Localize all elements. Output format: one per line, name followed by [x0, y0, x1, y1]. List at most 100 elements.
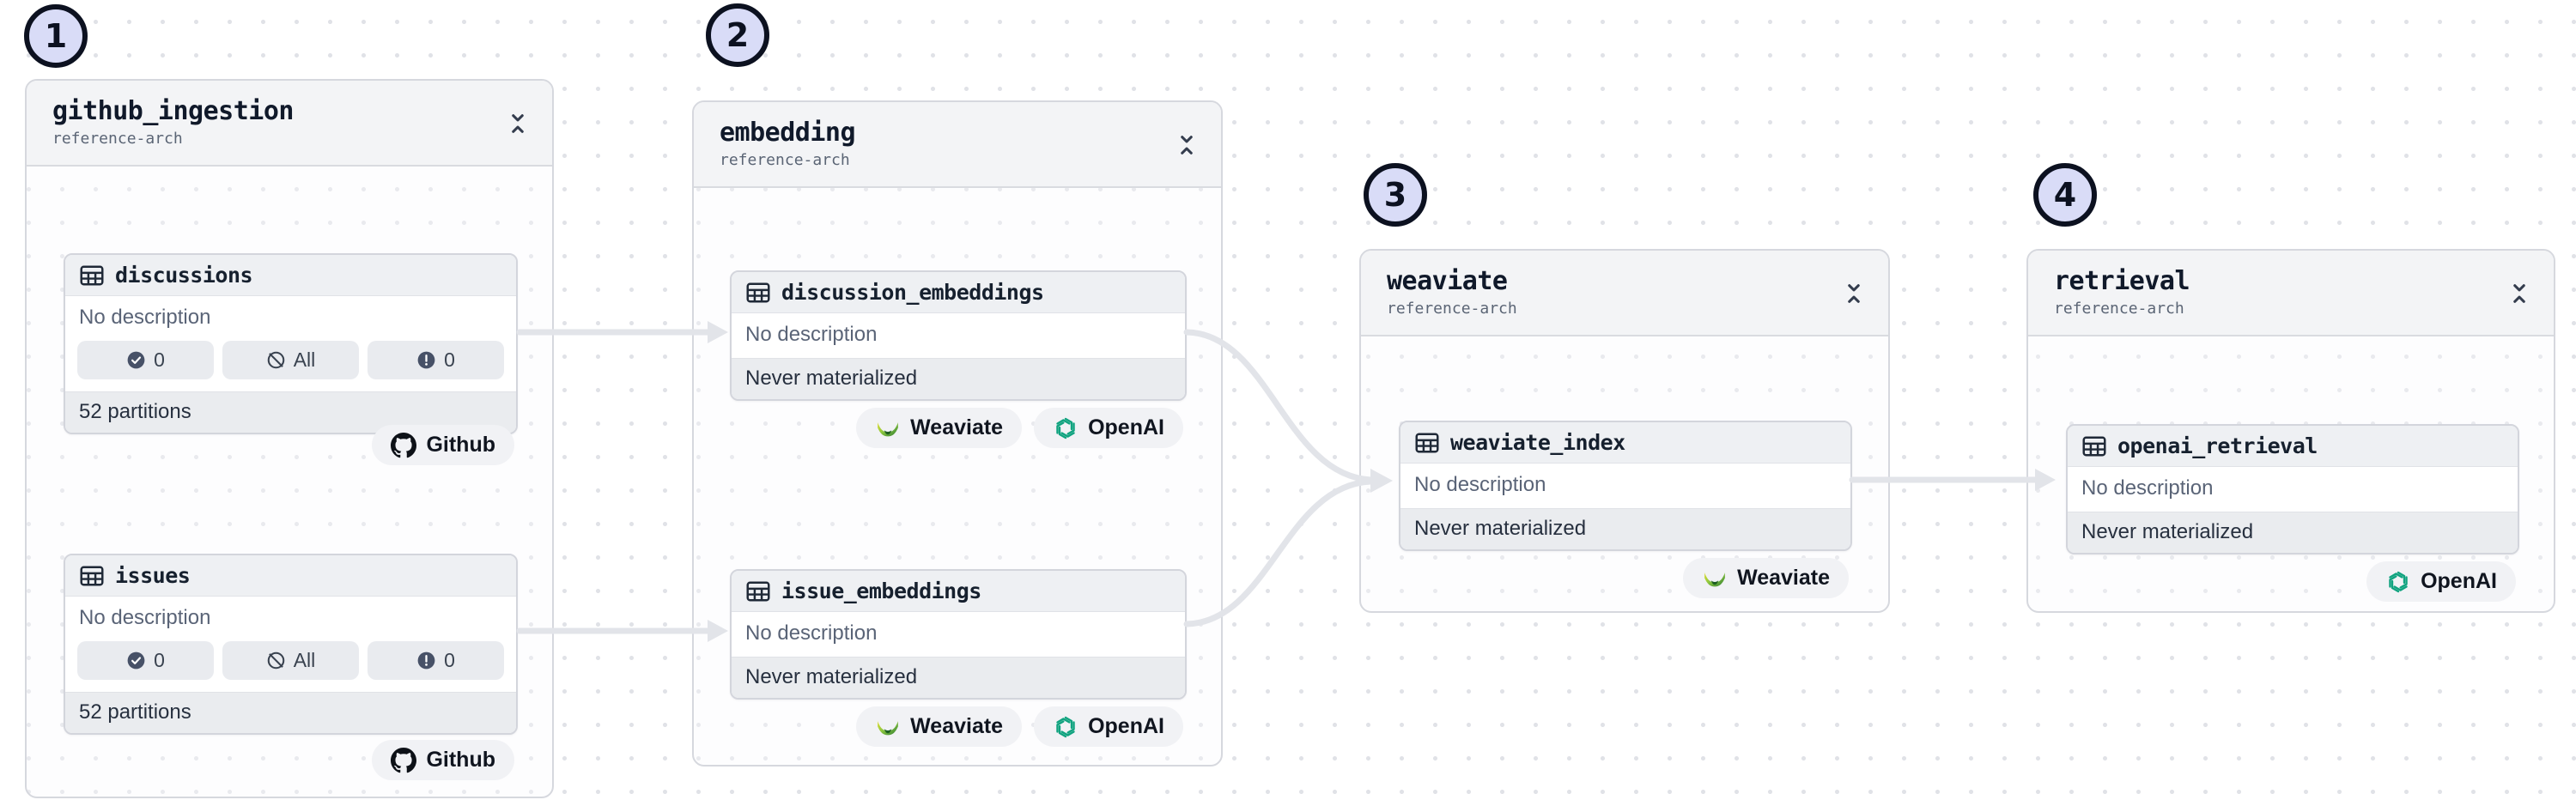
partition-pill-missing[interactable]: All	[222, 641, 359, 680]
partition-pill-missing[interactable]: All	[222, 341, 359, 379]
provider-badge-openai[interactable]: OpenAI	[1034, 408, 1183, 448]
partition-pill-materialized[interactable]: 0	[77, 341, 214, 379]
step-number: 3	[1383, 176, 1407, 214]
group-title: retrieval	[2054, 266, 2190, 296]
asset-card-header[interactable]: weaviate_index	[1400, 422, 1850, 464]
slash-circle-icon	[267, 651, 284, 670]
provider-name: Weaviate	[910, 714, 1004, 738]
provider-row: OpenAI	[2366, 561, 2516, 602]
provider-badge-weaviate[interactable]: Weaviate	[856, 408, 1023, 448]
table-icon	[80, 566, 104, 585]
table-icon	[746, 581, 770, 601]
asset-description: No description	[745, 621, 878, 645]
group-header[interactable]: retrieval reference-arch	[2028, 251, 2554, 336]
openai-icon	[1056, 716, 1075, 737]
asset-partitions-footer: 52 partitions	[65, 692, 516, 733]
asset-card-weaviate-index[interactable]: weaviate_index No description Never mate…	[1399, 421, 1852, 551]
partition-status-row: 0 All 0	[65, 337, 516, 391]
group-subtitle: reference-arch	[2054, 300, 2184, 318]
asset-group-retrieval: retrieval reference-arch openai_retrieva…	[2026, 249, 2555, 613]
asset-card-openai-retrieval[interactable]: openai_retrieval No description Never ma…	[2066, 424, 2519, 555]
asset-card-header[interactable]: openai_retrieval	[2068, 426, 2518, 467]
step-circle-4: 4	[2033, 163, 2097, 227]
provider-name: Github	[426, 433, 495, 457]
asset-card-discussions[interactable]: discussions No description 0 All 0 52 pa…	[64, 253, 518, 434]
github-icon	[391, 747, 417, 773]
group-header[interactable]: github_ingestion reference-arch	[27, 81, 552, 167]
provider-badge-weaviate[interactable]: Weaviate	[856, 706, 1023, 747]
provider-badge-openai[interactable]: OpenAI	[2366, 561, 2516, 602]
group-header[interactable]: embedding reference-arch	[694, 102, 1221, 188]
table-icon	[80, 265, 104, 285]
group-title: embedding	[720, 118, 856, 148]
partition-pill-count: All	[293, 348, 316, 371]
table-icon	[2082, 436, 2106, 456]
provider-name: OpenAI	[1088, 714, 1164, 738]
asset-name: weaviate_index	[1450, 430, 1625, 455]
step-number: 2	[726, 16, 750, 54]
asset-description: No description	[79, 306, 211, 329]
group-subtitle: reference-arch	[52, 130, 183, 148]
asset-card-issues[interactable]: issues No description 0 All 0 52 partiti…	[64, 554, 518, 735]
weaviate-icon	[878, 421, 899, 436]
asset-group-embedding: embedding reference-arch discussion_embe…	[692, 100, 1223, 767]
asset-materialization-footer: Never materialized	[732, 657, 1185, 698]
collapse-icon[interactable]	[1842, 282, 1866, 306]
asset-card-header[interactable]: issue_embeddings	[732, 571, 1185, 612]
asset-name: openai_retrieval	[2117, 433, 2318, 458]
collapse-icon[interactable]	[2507, 282, 2531, 306]
asset-card-discussion-embeddings[interactable]: discussion_embeddings No description Nev…	[730, 270, 1187, 401]
exclamation-circle-icon	[417, 651, 435, 670]
table-icon	[746, 282, 770, 302]
partition-pill-count: 0	[154, 649, 165, 671]
openai-icon	[1056, 417, 1075, 439]
group-subtitle: reference-arch	[1387, 300, 1517, 318]
asset-description: No description	[745, 323, 878, 346]
group-title: weaviate	[1387, 266, 1508, 296]
collapse-icon[interactable]	[506, 112, 530, 136]
provider-badge-weaviate[interactable]: Weaviate	[1683, 558, 1849, 598]
asset-name: discussions	[115, 263, 253, 288]
partition-pill-count: 0	[444, 649, 455, 671]
asset-group-weaviate: weaviate reference-arch weaviate_index N…	[1359, 249, 1890, 613]
provider-name: Weaviate	[910, 415, 1004, 439]
slash-circle-icon	[267, 351, 284, 369]
github-icon	[391, 432, 417, 458]
step-circle-2: 2	[706, 3, 769, 67]
asset-name: discussion_embeddings	[781, 280, 1044, 305]
asset-card-header[interactable]: discussions	[65, 255, 516, 296]
provider-name: OpenAI	[2421, 569, 2497, 593]
partition-pill-count: 0	[444, 348, 455, 371]
partition-pill-count: All	[293, 649, 316, 671]
check-circle-icon	[127, 351, 145, 369]
group-header[interactable]: weaviate reference-arch	[1361, 251, 1888, 336]
partition-pill-failed[interactable]: 0	[368, 341, 504, 379]
asset-materialization-footer: Never materialized	[732, 358, 1185, 399]
step-circle-1: 1	[24, 4, 88, 68]
openai-icon	[2389, 571, 2408, 592]
table-icon	[1415, 433, 1439, 452]
provider-badge-openai[interactable]: OpenAI	[1034, 706, 1183, 747]
asset-description: No description	[2081, 476, 2214, 500]
provider-row: Weaviate OpenAI	[856, 706, 1183, 747]
provider-row: Weaviate OpenAI	[856, 408, 1183, 448]
provider-badge-github[interactable]: Github	[372, 425, 514, 465]
provider-name: Weaviate	[1737, 566, 1830, 590]
step-number: 4	[2053, 176, 2077, 214]
partition-pill-failed[interactable]: 0	[368, 641, 504, 680]
group-title: github_ingestion	[52, 96, 294, 126]
asset-materialization-footer: Never materialized	[2068, 512, 2518, 553]
step-circle-3: 3	[1364, 163, 1427, 227]
asset-card-header[interactable]: issues	[65, 555, 516, 597]
collapse-icon[interactable]	[1175, 133, 1199, 157]
check-circle-icon	[127, 651, 145, 670]
asset-card-issue-embeddings[interactable]: issue_embeddings No description Never ma…	[730, 569, 1187, 700]
asset-name: issues	[115, 563, 191, 588]
asset-card-header[interactable]: discussion_embeddings	[732, 272, 1185, 313]
asset-group-github-ingestion: github_ingestion reference-arch discussi…	[25, 79, 554, 798]
provider-badge-github[interactable]: Github	[372, 740, 514, 780]
asset-name: issue_embeddings	[781, 579, 981, 603]
weaviate-icon	[878, 720, 899, 735]
partition-pill-materialized[interactable]: 0	[77, 641, 214, 680]
